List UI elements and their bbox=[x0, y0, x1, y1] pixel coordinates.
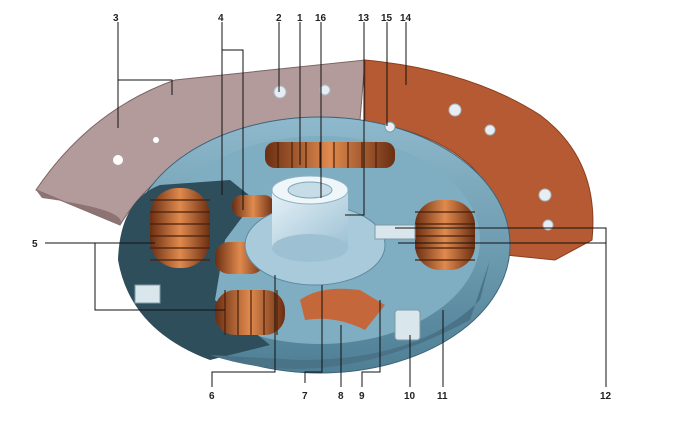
label-2: 2 bbox=[276, 13, 282, 24]
label-7: 7 bbox=[302, 391, 308, 402]
hub bbox=[271, 175, 349, 262]
lining-rivet-hole bbox=[113, 155, 123, 165]
label-3: 3 bbox=[113, 13, 119, 24]
hub-spline bbox=[287, 181, 333, 199]
label-9: 9 bbox=[359, 391, 365, 402]
label-4: 4 bbox=[218, 13, 224, 24]
label-10: 10 bbox=[404, 391, 416, 402]
damper-spring-left-small bbox=[232, 195, 274, 217]
friction-ring bbox=[300, 288, 385, 330]
spring-coils bbox=[150, 142, 475, 335]
damper-spring-bottom bbox=[215, 290, 285, 335]
label-16: 16 bbox=[315, 13, 327, 24]
label-1: 1 bbox=[297, 13, 303, 24]
label-8: 8 bbox=[338, 391, 344, 402]
lining-rivet bbox=[319, 84, 331, 96]
bottom-ring bbox=[210, 260, 490, 369]
lining-rivet bbox=[538, 188, 552, 202]
lining-rivet bbox=[484, 124, 496, 136]
damper-spring-right bbox=[415, 200, 475, 270]
label-13: 13 bbox=[358, 13, 370, 24]
label-14: 14 bbox=[400, 13, 412, 24]
guide-plate bbox=[374, 224, 416, 240]
friction-lining-right bbox=[364, 59, 594, 261]
retainer bbox=[134, 284, 161, 304]
label-6: 6 bbox=[209, 391, 215, 402]
lining-rivet bbox=[273, 85, 287, 99]
stop-pin bbox=[394, 309, 421, 341]
label-12: 12 bbox=[600, 391, 612, 402]
leader-lines bbox=[45, 22, 607, 387]
label-5: 5 bbox=[32, 239, 38, 250]
friction-lining-edge bbox=[36, 190, 122, 225]
label-15: 15 bbox=[381, 13, 393, 24]
label-11: 11 bbox=[437, 391, 448, 402]
callout-labels: 3 4 2 1 16 13 15 14 5 6 7 8 9 10 11 12 bbox=[32, 13, 612, 402]
lining-rivet bbox=[448, 103, 462, 117]
lining-rivet-hole bbox=[153, 137, 159, 143]
